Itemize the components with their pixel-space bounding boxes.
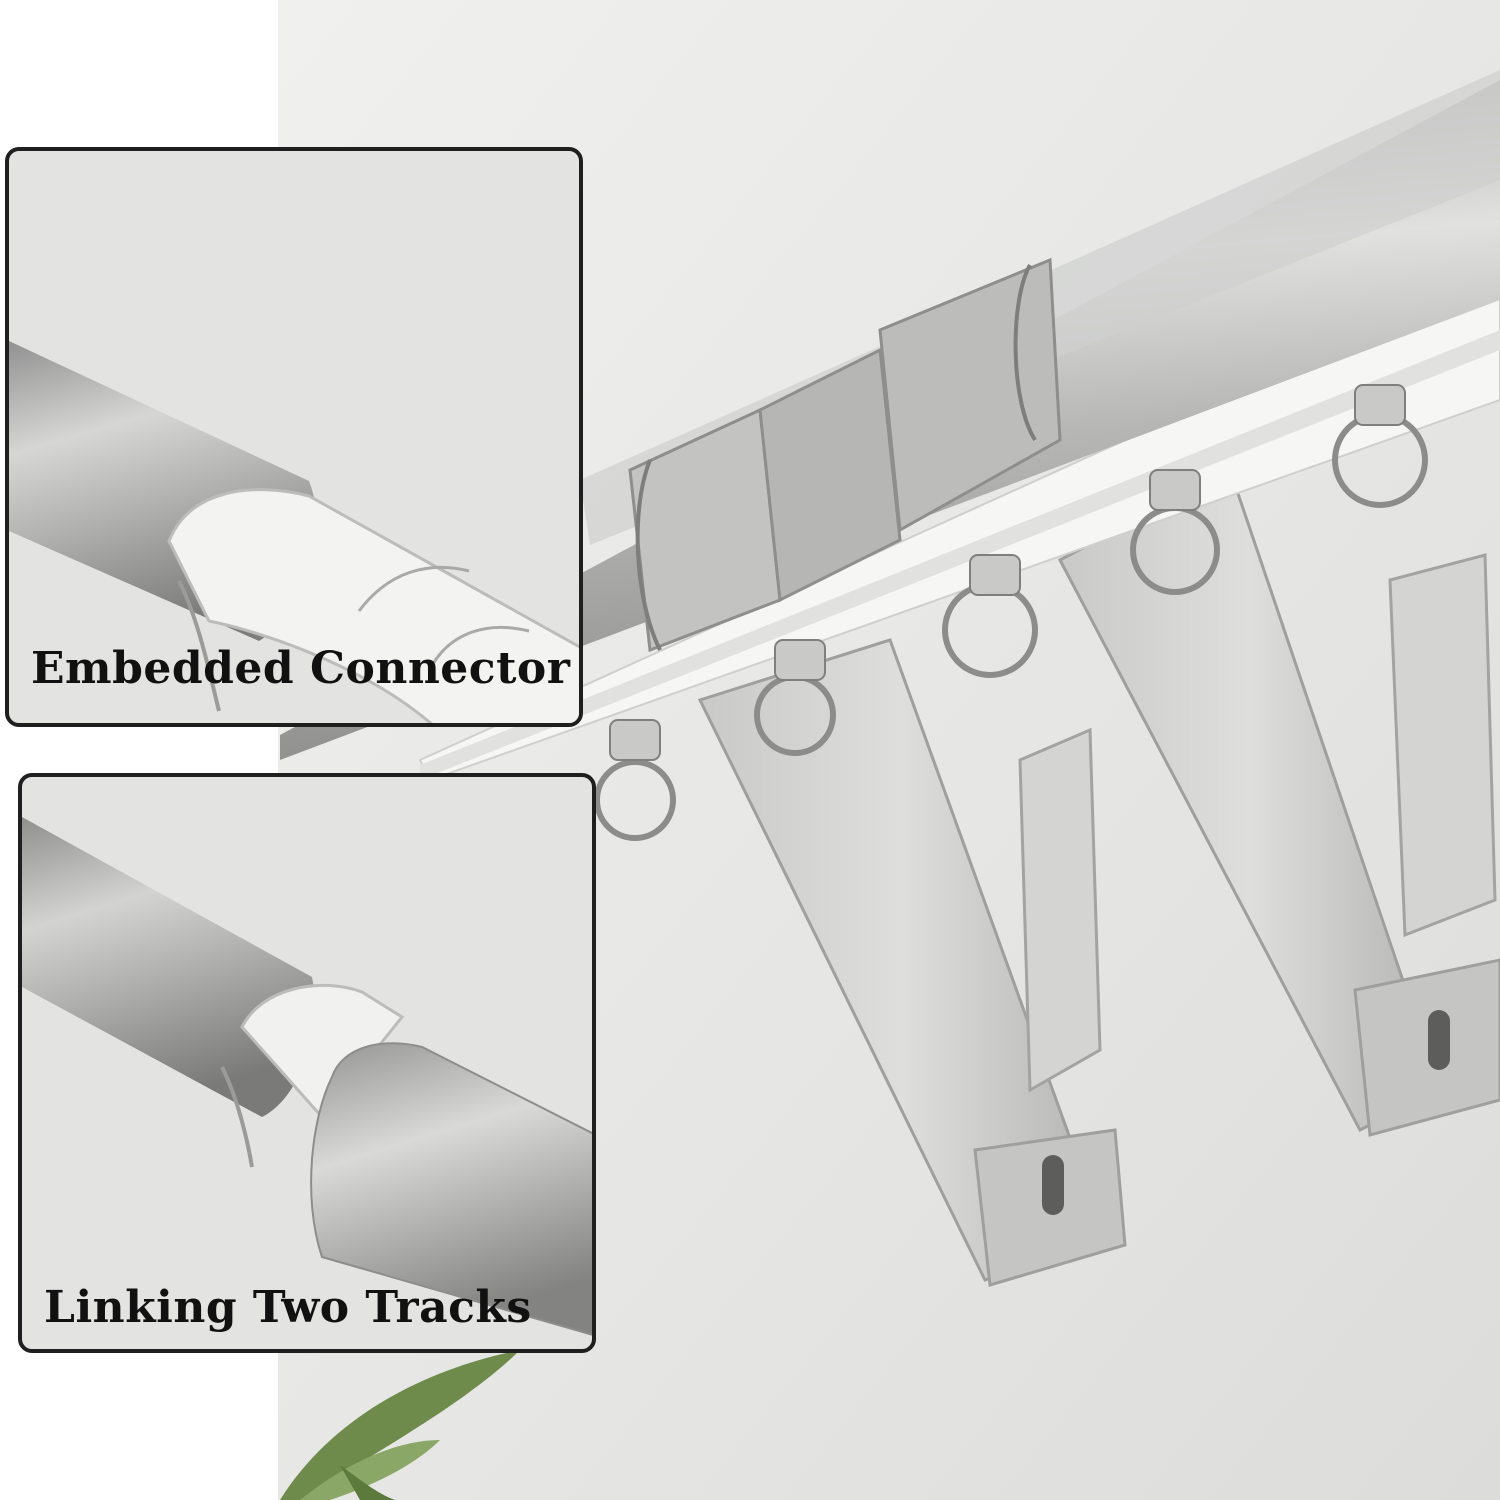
embedded-connector-closeup-icon bbox=[9, 341, 579, 723]
inset-embedded-connector: Embedded Connector bbox=[5, 147, 583, 727]
ring-runners bbox=[609, 384, 1406, 761]
inset-linking-tracks: Linking Two Tracks bbox=[18, 773, 596, 1353]
wall-bracket-left bbox=[697, 638, 1127, 1287]
plant-leaves bbox=[280, 1350, 520, 1500]
aluminum-rail bbox=[280, 70, 1500, 760]
inset-caption: Embedded Connector bbox=[31, 643, 571, 694]
wall-bracket-right bbox=[1057, 467, 1500, 1137]
linked-tracks-closeup-icon bbox=[22, 817, 592, 1336]
inset-caption: Linking Two Tracks bbox=[44, 1282, 532, 1333]
